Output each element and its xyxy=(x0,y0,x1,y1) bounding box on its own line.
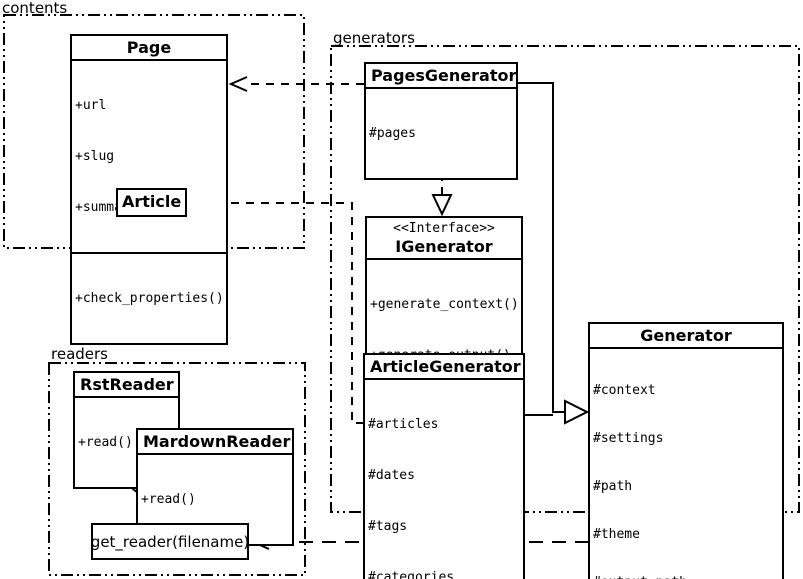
generalization-pagesgenerator-to-generator xyxy=(518,82,565,413)
function-get-reader-box: get_reader(filename) xyxy=(91,523,249,560)
package-readers-border xyxy=(48,362,306,576)
package-generators-border xyxy=(330,45,800,513)
package-generators-label: generators xyxy=(333,29,415,47)
attribute: #theme xyxy=(593,527,640,542)
class-pagesgenerator-attributes: #pages xyxy=(366,87,516,178)
attribute: #pages xyxy=(369,126,416,141)
class-page-methods: +check_properties() xyxy=(72,252,226,343)
dependency-articlegenerator-to-article xyxy=(206,202,364,424)
class-page: Page +url +slug +summary +check_properti… xyxy=(70,34,228,345)
attribute: #categories xyxy=(368,570,455,579)
class-rstreader-methods: +read() xyxy=(75,396,178,487)
class-generator-title: Generator xyxy=(640,326,732,345)
attribute: +slug xyxy=(75,149,115,164)
class-igenerator-title: IGenerator xyxy=(395,237,493,256)
package-readers-label: readers xyxy=(51,345,108,363)
generalization-to-generator-arrowhead xyxy=(564,399,590,425)
method: +check_properties() xyxy=(75,291,224,306)
class-pagesgenerator: PagesGenerator #pages xyxy=(364,62,518,180)
class-generator-attributes: #context #settings #path #theme #output_… xyxy=(590,347,782,579)
class-mardownreader-methods: +read() xyxy=(138,453,292,544)
attribute: #settings xyxy=(593,431,664,446)
function-get-reader-label: get_reader(filename) xyxy=(90,532,250,551)
method: +generate_context() xyxy=(370,297,519,312)
class-page-title: Page xyxy=(126,38,172,57)
class-articlegenerator-title: ArticleGenerator xyxy=(370,357,521,376)
attribute: #articles xyxy=(368,417,439,432)
attribute: +url xyxy=(75,98,107,113)
method: +read() xyxy=(78,435,133,450)
attribute: #tags xyxy=(368,519,408,534)
class-generator: Generator #context #settings #path #them… xyxy=(588,322,784,579)
attribute: #path xyxy=(593,479,633,494)
realization-pagesgenerator-to-igenerator-arrowhead xyxy=(431,194,453,217)
class-page-attributes: +url +slug +summary xyxy=(72,59,226,252)
package-contents-label: contents xyxy=(2,0,68,17)
method: +read() xyxy=(141,492,196,507)
class-rstreader-title: RstReader xyxy=(80,375,174,394)
class-igenerator-stereotype: <<Interface>> xyxy=(393,221,495,236)
class-articlegenerator-attributes: #articles #dates #tags #categories xyxy=(365,378,523,579)
class-article: Article xyxy=(116,188,187,217)
class-articlegenerator: ArticleGenerator #articles #dates #tags … xyxy=(363,353,525,579)
attribute: #output_path xyxy=(593,575,779,579)
class-mardownreader-title: MardownReader xyxy=(143,432,291,451)
dependency-pagesgenerator-to-page-arrowhead xyxy=(228,76,248,92)
class-article-title: Article xyxy=(122,192,182,211)
attribute: #dates xyxy=(368,468,415,483)
class-pagesgenerator-title: PagesGenerator xyxy=(371,66,517,85)
attribute: #context xyxy=(593,383,656,398)
